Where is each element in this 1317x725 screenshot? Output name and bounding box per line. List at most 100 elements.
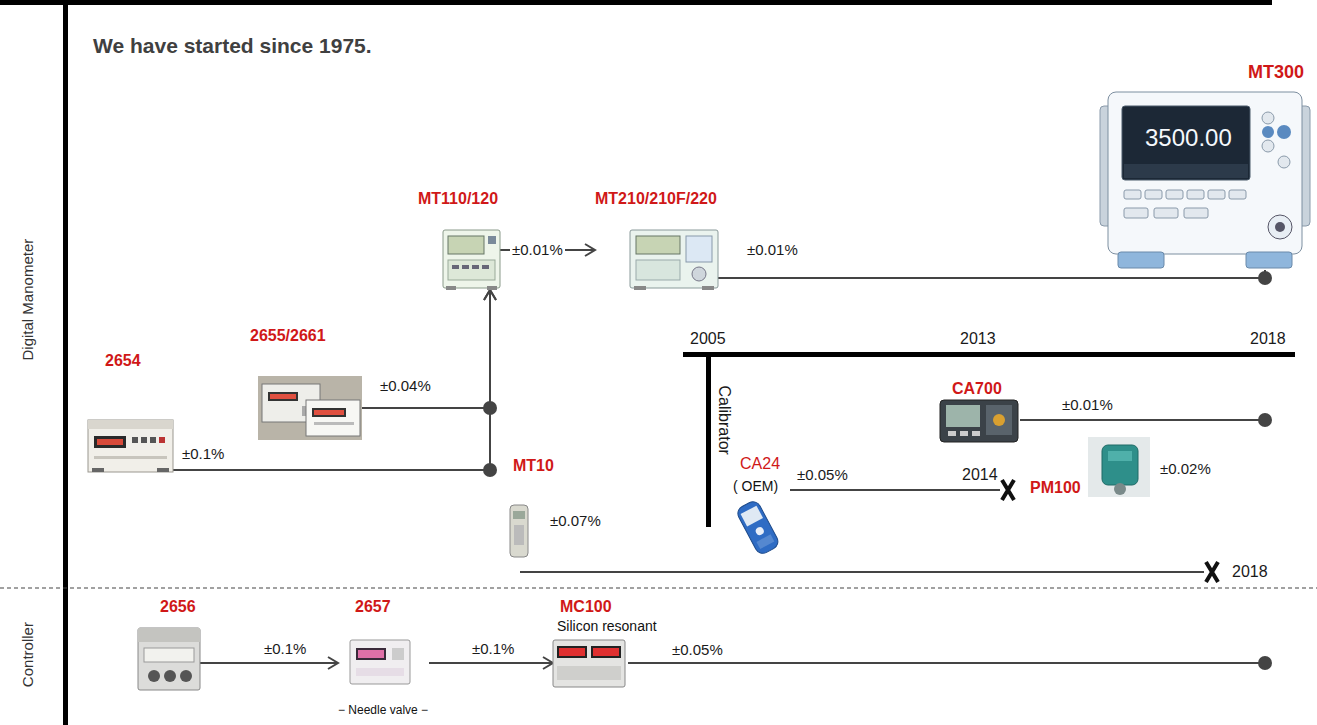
product-node: MT210/210F/220	[595, 190, 718, 290]
product-picture	[356, 668, 404, 676]
product-picture	[593, 648, 619, 656]
product-picture	[948, 431, 956, 436]
calibrator-axis	[683, 352, 1295, 527]
product-picture	[159, 437, 165, 443]
product-picture	[358, 650, 384, 658]
timeline-line	[790, 489, 1000, 491]
accuracy-label: ±0.01%	[1060, 396, 1115, 413]
product-picture	[462, 265, 469, 269]
product-picture	[157, 468, 169, 472]
timeline-line	[520, 571, 1204, 573]
timeline-line	[1020, 419, 1265, 421]
product-picture	[735, 499, 781, 556]
page-title: We have started since 1975.	[93, 34, 372, 58]
product-picture	[1166, 190, 1183, 199]
product-picture	[138, 628, 200, 690]
timeline-connector	[200, 657, 338, 669]
year-label: 2005	[690, 330, 726, 348]
product-picture	[443, 230, 500, 288]
axis-bar	[0, 0, 1272, 5]
product-name: 2656	[160, 598, 196, 616]
product-picture	[314, 422, 354, 425]
year-label: 2018	[1250, 330, 1286, 348]
product-node: 2654	[88, 352, 173, 472]
product-picture	[993, 414, 1005, 426]
product-node: MC100Silicon resonant	[553, 598, 657, 687]
product-picture	[1124, 164, 1248, 178]
timeline-dot	[1258, 413, 1272, 427]
product-picture	[636, 236, 680, 254]
product-name: CA700	[952, 380, 1002, 398]
accuracy-label: ±0.07%	[548, 512, 603, 529]
product-picture	[150, 437, 156, 443]
product-picture	[1154, 208, 1178, 218]
product-picture	[1184, 208, 1208, 218]
product-node: 2657− Needle valve −	[338, 598, 429, 718]
discontinued-mark	[1206, 562, 1218, 582]
product-picture	[356, 648, 386, 660]
product-picture	[138, 628, 200, 690]
accuracy-label: ±0.1%	[262, 640, 308, 657]
section-divider	[0, 587, 1317, 588]
product-picture	[1088, 437, 1150, 497]
product-picture	[141, 437, 147, 443]
product-picture	[741, 506, 763, 527]
product-name: 2657	[355, 598, 391, 616]
timeline-line	[520, 420, 1265, 663]
product-picture	[513, 511, 525, 519]
product-picture	[487, 286, 497, 290]
accuracy-label: ±0.05%	[670, 641, 725, 658]
axis-label: Digital Manometer	[19, 239, 36, 361]
product-node: CA700	[940, 380, 1018, 442]
calibrator-axis	[706, 352, 711, 527]
product-name: MT210/210F/220	[595, 190, 717, 208]
product-picture	[508, 505, 530, 557]
product-picture	[630, 230, 718, 290]
product-picture	[312, 408, 346, 417]
accuracy-label: ±0.01%	[745, 241, 800, 258]
product-picture	[702, 286, 714, 290]
discontinued-mark	[1002, 480, 1014, 500]
product-picture	[1124, 190, 1141, 199]
product-picture	[636, 260, 680, 280]
product-picture	[88, 420, 173, 472]
axis-label: Calibrator	[715, 385, 733, 454]
axis-bar	[0, 0, 1272, 725]
product-node: CA24( OEM)	[730, 455, 785, 555]
product-picture	[180, 670, 192, 682]
product-picture	[634, 286, 646, 290]
product-picture	[514, 525, 524, 545]
product-picture	[392, 648, 404, 660]
product-picture	[1100, 92, 1310, 270]
product-name: 2654	[105, 352, 141, 370]
product-picture	[88, 420, 173, 472]
product-picture	[1088, 437, 1150, 497]
product-node: 2656	[138, 598, 200, 690]
product-picture	[1278, 156, 1290, 168]
product-picture	[756, 534, 774, 549]
accuracy-label: ±0.05%	[795, 466, 850, 483]
product-picture	[510, 505, 528, 557]
product-node: 2655/2661	[250, 327, 362, 440]
product-picture	[148, 670, 160, 682]
product-picture	[1108, 451, 1132, 461]
product-picture	[132, 437, 138, 443]
product-picture	[1262, 140, 1274, 152]
product-name: MT300	[1248, 62, 1304, 83]
product-picture	[1275, 222, 1285, 232]
product-picture	[972, 431, 980, 436]
product-picture	[754, 526, 765, 537]
screen-reading: 3500.00	[1145, 124, 1232, 152]
axis-label: Controller	[19, 622, 36, 687]
product-picture	[940, 400, 1018, 442]
product-picture	[452, 265, 459, 269]
product-picture	[258, 376, 362, 440]
product-name: MT110/120	[418, 190, 498, 208]
product-picture	[144, 648, 194, 662]
product-picture	[97, 439, 123, 445]
product-picture	[92, 468, 104, 472]
product-picture	[940, 400, 1018, 442]
product-picture	[630, 230, 718, 288]
product-picture	[268, 392, 298, 401]
product-picture	[735, 499, 781, 556]
